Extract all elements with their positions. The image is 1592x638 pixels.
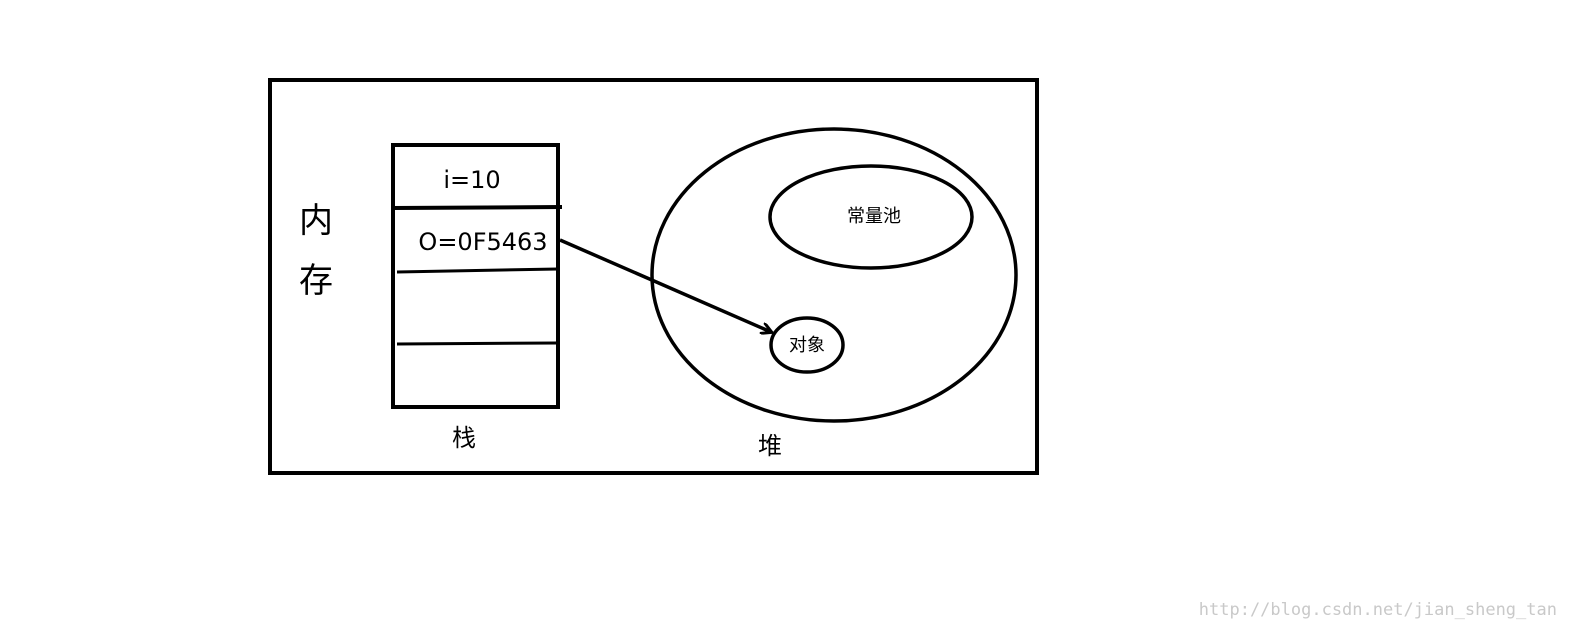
constant-pool-ellipse (768, 164, 974, 270)
stack-divider (392, 205, 563, 210)
memory-label-2: 存 (299, 261, 333, 301)
memory-label-1: 内 (299, 201, 333, 241)
stack: i=10 O=0F5463 (391, 143, 563, 409)
constant-pool-label: 常量池 (847, 206, 901, 227)
heap-label: 堆 (758, 432, 782, 460)
object-ellipse (769, 316, 845, 374)
stack-slot-i: i=10 (443, 166, 500, 194)
heap-ellipse (650, 127, 1018, 423)
stack-slot-o: O=0F5463 (418, 228, 547, 256)
stack-frame (391, 143, 560, 409)
heap: 常量池 对象 (650, 127, 1018, 423)
reference-arrow (559, 238, 771, 332)
watermark-text: http://blog.csdn.net/jian_sheng_tan (1199, 600, 1557, 620)
object-label: 对象 (789, 335, 825, 356)
stack-label: 栈 (452, 424, 476, 452)
stack-divider (396, 267, 559, 274)
memory-frame (268, 78, 1039, 475)
stack-divider (396, 341, 559, 346)
